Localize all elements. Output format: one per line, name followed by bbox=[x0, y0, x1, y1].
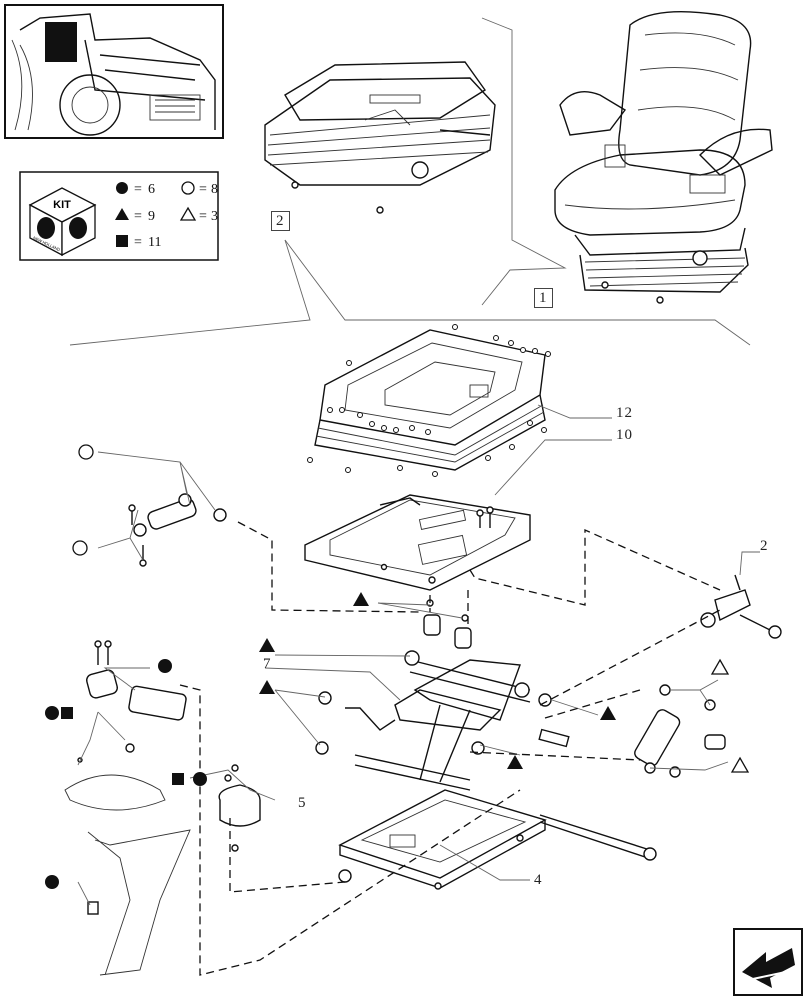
kit-badge-text: KIT bbox=[53, 199, 71, 211]
height-adjust-knob bbox=[700, 574, 782, 639]
filled-circle-marker bbox=[45, 875, 59, 889]
filled-circle-marker bbox=[45, 706, 59, 720]
filled-triangle-icon bbox=[115, 208, 129, 220]
open-triangle-marker bbox=[710, 658, 730, 675]
callout-4: 4 bbox=[534, 872, 543, 888]
kit-legend: KIT NEW HOLLAND = 6 = 8 = 9 = 3 = 11 bbox=[19, 171, 219, 261]
rubber-buffers bbox=[423, 599, 472, 649]
open-circle-icon bbox=[181, 181, 195, 195]
filled-square-marker bbox=[61, 707, 73, 719]
callout-1: 1 bbox=[534, 288, 553, 308]
filled-triangle-marker bbox=[259, 638, 275, 652]
scissor-mechanism bbox=[315, 650, 570, 791]
count-open-circle: 8 bbox=[211, 182, 218, 197]
open-circle-marker bbox=[72, 540, 88, 556]
filled-triangle-marker bbox=[507, 755, 523, 769]
mounting-plate bbox=[304, 494, 531, 591]
kit-box-icon: KIT NEW HOLLAND bbox=[28, 187, 97, 257]
svg-text:=: = bbox=[199, 182, 207, 197]
filled-square-icon bbox=[116, 235, 128, 247]
count-filled-square: 11 bbox=[148, 235, 161, 250]
bottom-frame bbox=[338, 789, 657, 890]
next-page-arrow-icon[interactable] bbox=[733, 928, 803, 996]
tractor-thumbnail bbox=[4, 4, 224, 139]
callout-5: 5 bbox=[298, 795, 307, 811]
count-filled-circle: 6 bbox=[148, 182, 155, 197]
open-circle-marker bbox=[78, 444, 94, 460]
kit-markers bbox=[45, 444, 750, 889]
callout-12: 12 bbox=[616, 405, 633, 421]
svg-text:=: = bbox=[134, 235, 142, 250]
open-triangle-marker bbox=[730, 756, 750, 773]
suspension-unit-top bbox=[264, 61, 496, 214]
count-open-triangle: 3 bbox=[211, 209, 218, 224]
filled-triangle-marker bbox=[600, 706, 616, 720]
filled-triangle-marker bbox=[353, 592, 369, 606]
gas-spring-right bbox=[634, 684, 726, 778]
svg-text:=: = bbox=[134, 182, 142, 197]
filled-square-marker bbox=[172, 773, 184, 785]
open-triangle-icon bbox=[179, 206, 197, 221]
filled-circle-marker bbox=[193, 772, 207, 786]
callout-2-top: 2 bbox=[271, 211, 290, 231]
bellows-frame bbox=[307, 324, 551, 477]
callout-10: 10 bbox=[616, 427, 633, 443]
count-filled-triangle: 9 bbox=[148, 209, 155, 224]
callout-7: 7 bbox=[263, 656, 272, 672]
seat-assembly bbox=[554, 11, 773, 304]
gas-spring-left bbox=[128, 493, 227, 567]
svg-text:=: = bbox=[134, 209, 142, 224]
left-components bbox=[64, 640, 261, 976]
callout-2-right: 2 bbox=[760, 538, 769, 554]
filled-triangle-marker bbox=[259, 680, 275, 694]
filled-circle-icon bbox=[116, 182, 128, 194]
svg-text:=: = bbox=[199, 209, 207, 224]
filled-circle-marker bbox=[158, 659, 172, 673]
